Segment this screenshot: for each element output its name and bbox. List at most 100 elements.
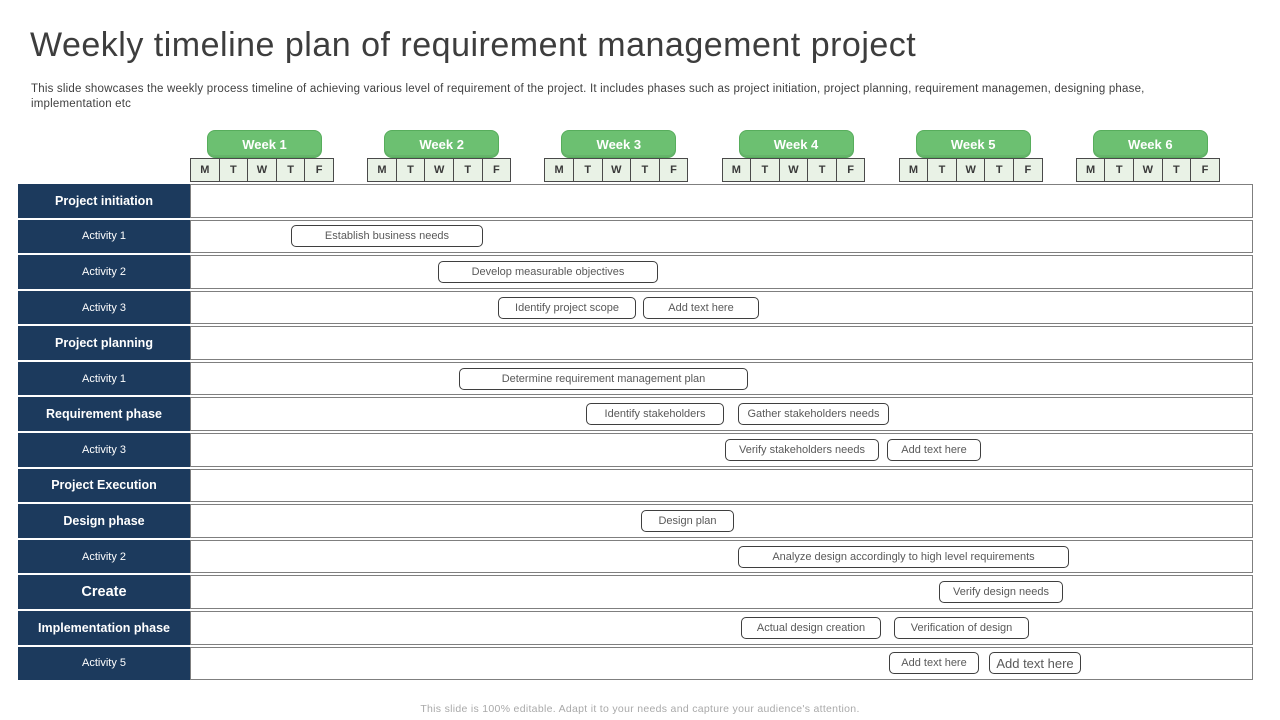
gantt-row: Create Verify design needs xyxy=(18,575,1253,609)
day-cell: M xyxy=(1075,158,1106,182)
page-title: Weekly timeline plan of requirement mana… xyxy=(30,26,917,64)
week-header-2: Week 2 xyxy=(384,130,500,158)
task-bar-verify-design-needs[interactable]: Verify design needs xyxy=(939,581,1063,604)
row-track: Develop measurable objectives xyxy=(190,255,1253,289)
day-cell: F xyxy=(1013,158,1043,182)
row-track xyxy=(190,326,1253,360)
row-track: Determine requirement management plan xyxy=(190,361,1253,396)
row-label-activity-1: Activity 1 xyxy=(18,361,190,396)
day-cell: T xyxy=(1161,158,1192,182)
gantt-row: Design phase Design plan xyxy=(18,504,1253,538)
day-cell: T xyxy=(630,158,660,182)
day-cell: M xyxy=(544,158,574,182)
task-bar-actual-design-creation[interactable]: Actual design creation xyxy=(741,616,881,639)
week-header-5: Week 5 xyxy=(915,130,1031,158)
row-track: Identify project scope Add text here xyxy=(190,290,1253,325)
gantt-row: Project planning xyxy=(18,326,1253,360)
day-cell: F xyxy=(481,158,512,182)
task-bar-add-text-here[interactable]: Add text here xyxy=(889,652,979,675)
task-bar-establish-business-needs[interactable]: Establish business needs xyxy=(291,225,483,248)
task-bar-develop-measurable-objectives[interactable]: Develop measurable objectives xyxy=(438,260,658,283)
week-header-4: Week 4 xyxy=(738,130,854,158)
day-cell: W xyxy=(601,158,632,182)
row-label-activity-2: Activity 2 xyxy=(18,255,190,289)
row-label-create: Create xyxy=(18,575,190,609)
week-header-6: Week 6 xyxy=(1092,130,1208,158)
day-cell: W xyxy=(247,158,277,182)
gantt-row: Project Execution xyxy=(18,468,1253,503)
day-cell: T xyxy=(452,158,483,182)
row-track: Actual design creation Verification of de… xyxy=(190,610,1253,645)
gantt-row: Activity 1 Determine requirement manageme… xyxy=(18,361,1253,396)
row-label-activity-5: Activity 5 xyxy=(18,646,190,681)
day-cell: T xyxy=(275,158,306,182)
row-label-activity-2: Activity 2 xyxy=(18,539,190,574)
slide-description: This slide showcases the weekly process … xyxy=(31,83,1145,111)
day-cell: W xyxy=(424,158,454,182)
task-bar-verification-of-design[interactable]: Verification of design xyxy=(894,616,1029,639)
task-bar-determine-requirement-management-plan[interactable]: Determine requirement management plan xyxy=(459,367,748,390)
task-bar-verify-stakeholders-needs[interactable]: Verify stakeholders needs xyxy=(725,438,879,461)
day-cell: W xyxy=(955,158,986,182)
day-cell: F xyxy=(304,158,334,182)
day-cell: M xyxy=(190,158,220,182)
row-label-design-phase: Design phase xyxy=(18,504,190,538)
row-track: Design plan xyxy=(190,504,1253,538)
week-header-3: Week 3 xyxy=(561,130,677,158)
day-cell: W xyxy=(778,158,809,182)
row-track xyxy=(190,184,1253,218)
task-bar-gather-stakeholders-needs[interactable]: Gather stakeholders needs xyxy=(738,403,889,426)
row-label-project-initiation: Project initiation xyxy=(18,184,190,218)
day-cell: T xyxy=(927,158,957,182)
day-cell: M xyxy=(367,158,397,182)
task-bar-add-text-here[interactable]: Add text here xyxy=(887,438,981,461)
row-label-project-execution: Project Execution xyxy=(18,468,190,503)
row-label-activity-1: Activity 1 xyxy=(18,219,190,254)
day-cell: F xyxy=(835,158,866,182)
day-cell: T xyxy=(572,158,603,182)
day-cell: T xyxy=(750,158,780,182)
row-label-activity-3: Activity 3 xyxy=(18,290,190,325)
week-header-1: Week 1 xyxy=(207,130,322,158)
day-cell: W xyxy=(1133,158,1163,182)
gantt-row: Activity 1 Establish business needs xyxy=(18,219,1253,254)
gantt-row: Activity 5 Add text here Add text here xyxy=(18,646,1253,681)
day-cell: T xyxy=(218,158,249,182)
gantt-row: Project initiation xyxy=(18,184,1253,218)
day-cell: M xyxy=(898,158,929,182)
footer-note: This slide is 100% editable. Adapt it to… xyxy=(420,703,860,715)
day-cell: T xyxy=(1104,158,1135,182)
row-label-implementation-phase: Implementation phase xyxy=(18,610,190,645)
gantt-row: Activity 2 Develop measurable objectives xyxy=(18,255,1253,289)
day-cell: M xyxy=(721,158,752,182)
gantt-row: Requirement phase Identify stakeholders Ga… xyxy=(18,397,1253,432)
row-track: Verify design needs xyxy=(190,575,1253,609)
task-bar-analyze-design-accordingly-to-high-level-requirements[interactable]: Analyze design accordingly to high level… xyxy=(738,545,1069,568)
row-label-project-planning: Project planning xyxy=(18,326,190,360)
day-cell: T xyxy=(984,158,1015,182)
day-cell: F xyxy=(1190,158,1220,182)
task-bar-add-text-here[interactable]: Add text here xyxy=(989,652,1081,675)
day-cell: T xyxy=(395,158,426,182)
task-bar-add-text-here[interactable]: Add text here xyxy=(643,296,759,319)
day-cell: F xyxy=(658,158,689,182)
task-bar-design-plan[interactable]: Design plan xyxy=(641,509,734,532)
row-track xyxy=(190,468,1253,503)
task-bar-identify-project-scope[interactable]: Identify project scope xyxy=(498,296,636,319)
gantt-row: Activity 2 Analyze design accordingly to … xyxy=(18,539,1253,574)
row-track: Analyze design accordingly to high level… xyxy=(190,539,1253,574)
row-track: Add text here Add text here xyxy=(190,646,1253,681)
row-label-activity-3: Activity 3 xyxy=(18,433,190,467)
row-label-requirement-phase: Requirement phase xyxy=(18,397,190,432)
task-bar-identify-stakeholders[interactable]: Identify stakeholders xyxy=(586,403,724,426)
